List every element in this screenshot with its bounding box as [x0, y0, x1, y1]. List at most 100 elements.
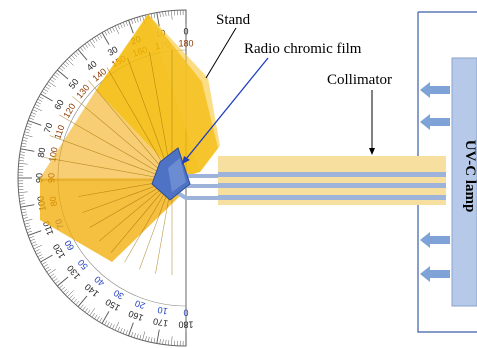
protractor-tick [29, 117, 34, 120]
protractor-tick [171, 10, 173, 20]
protractor-tick [62, 288, 67, 293]
protractor-tick [36, 251, 41, 255]
uv-arrows [420, 82, 450, 282]
protractor-tick [38, 96, 44, 100]
protractor-tick [136, 333, 139, 339]
protractor-outer-number: 50 [67, 77, 81, 91]
protractor-tick [91, 312, 96, 318]
protractor-tick [117, 326, 120, 332]
protractor-tick [67, 290, 74, 297]
protractor-outer-number: 0 [183, 26, 188, 36]
protractor-tick [165, 339, 167, 345]
protractor-tick [44, 266, 50, 270]
protractor-tick [162, 11, 164, 17]
protractor-outer-number: 80 [36, 147, 48, 159]
protractor-tick [37, 254, 43, 258]
protractor-outer-number: 70 [42, 121, 55, 134]
protractor-tick [22, 214, 28, 217]
protractor-tick [122, 329, 126, 334]
protractor-tick [51, 76, 56, 81]
protractor-tick [101, 32, 110, 45]
protractor-tick [77, 295, 88, 307]
protractor-tick [80, 47, 84, 52]
stand-leader [205, 27, 237, 79]
protractor-tick [128, 19, 134, 34]
protractor-tick [99, 33, 103, 39]
protractor-tick [109, 28, 113, 33]
protractor-tick [131, 19, 134, 24]
lamp-housing [417, 11, 477, 333]
uv-arrow [420, 232, 450, 248]
protractor-tick [48, 81, 56, 88]
protractor-tick [64, 291, 69, 295]
protractor-tick [32, 244, 38, 247]
protractor-tick [106, 29, 110, 35]
stand [40, 14, 220, 262]
protractor-tick [153, 13, 156, 19]
uv-arrow [420, 82, 450, 98]
protractor-tick [69, 295, 73, 300]
protractor-tick [71, 54, 76, 59]
protractor-tick [122, 22, 126, 27]
protractor-tick [22, 217, 28, 219]
protractor-tick [142, 331, 146, 341]
protractor-tick [37, 98, 43, 102]
protractor-tick [109, 323, 113, 328]
protractor-tick [73, 298, 78, 304]
protractor-tick [162, 339, 164, 345]
protractor-tick [99, 317, 103, 323]
protractor-tick [19, 200, 25, 202]
protractor-tick [33, 106, 43, 112]
protractor-tick [18, 163, 28, 165]
protractor-tick [150, 337, 153, 343]
protractor-tick [49, 273, 55, 277]
protractor-tick [23, 134, 33, 138]
protractor-tick [46, 83, 52, 88]
protractor-tick [112, 26, 115, 32]
protractor-tick [82, 306, 86, 311]
protractor-tick [48, 268, 56, 275]
protractor-tick [117, 24, 120, 30]
protractor-tick [18, 194, 24, 196]
protractor-tick [153, 337, 156, 343]
protractor-tick [31, 112, 37, 115]
stand-ray [43, 157, 173, 181]
protractor-tick [96, 316, 100, 321]
protractor-tick [120, 327, 123, 333]
protractor-tick [46, 268, 52, 273]
protractor-outer-number: 90 [34, 173, 44, 183]
protractor-tick [64, 61, 69, 65]
protractor-tick [30, 238, 35, 242]
protractor-tick [147, 336, 150, 342]
protractor-tick [40, 93, 53, 102]
protractor-tick [25, 128, 31, 131]
protractor-tick [112, 324, 115, 330]
protractor-tick [156, 12, 160, 27]
uv-arrow [420, 266, 450, 282]
protractor-tick [29, 236, 34, 239]
protractor-tick [75, 300, 80, 305]
protractor-tick [41, 261, 47, 265]
protractor-tick [91, 38, 96, 44]
uv-arrow [420, 114, 450, 130]
protractor-tick [43, 88, 48, 92]
protractor-tick [20, 204, 35, 208]
protractor-tick [57, 276, 69, 287]
protractor-tick [150, 13, 153, 19]
protractor-tick [159, 338, 161, 344]
protractor-tick [94, 36, 98, 42]
protractor-tick [104, 30, 108, 36]
protractor-tick [84, 308, 89, 313]
protractor-tick [156, 329, 160, 344]
protractor-tick [133, 18, 136, 24]
protractor-tick [114, 25, 120, 35]
protractor-inner-number: 60 [63, 238, 77, 252]
protractor-tick [168, 340, 170, 346]
protractor-tick [53, 278, 58, 282]
protractor-inner-number: 0 [183, 308, 188, 318]
protractor-tick [104, 320, 108, 326]
protractor-tick [26, 125, 32, 128]
protractor-tick [94, 314, 98, 320]
protractor-tick [89, 308, 96, 316]
protractor-tick [34, 104, 40, 107]
